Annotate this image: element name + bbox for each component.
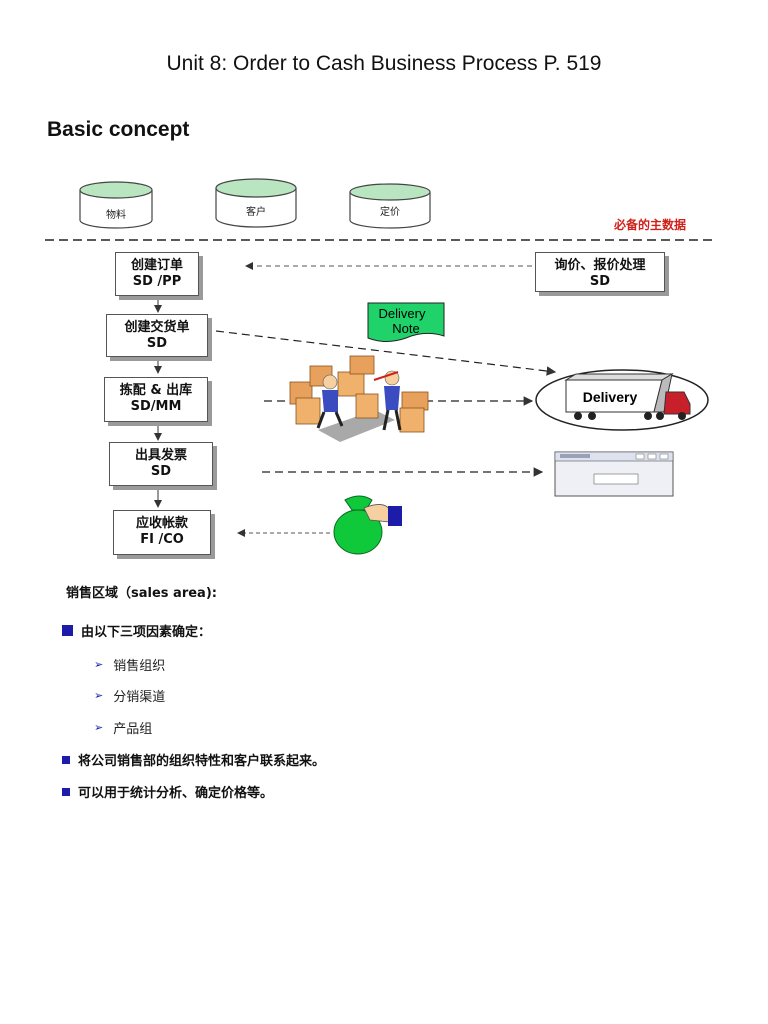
- delivery-truck-icon: Delivery: [564, 372, 691, 420]
- cylinder-material: 物料: [79, 181, 153, 229]
- note-line-2: 可以用于统计分析、确定价格等。: [62, 782, 273, 801]
- bullet-square-icon: [62, 755, 70, 764]
- step-billing-module: SD: [150, 464, 172, 479]
- cylinder-pricing-label: 定价: [380, 205, 400, 218]
- delivery-note-line2: Note: [392, 321, 419, 336]
- cylinder-material-label: 物料: [106, 208, 126, 221]
- note-text: 将公司销售部的组织特性和客户联系起来。: [78, 754, 326, 769]
- step-inquiry-quotation: 询价、报价处理 SD: [535, 252, 665, 292]
- arrow-bullet-icon: ➢: [94, 658, 104, 671]
- step-accounts-receivable: 应收帐款 FI /CO: [113, 510, 211, 555]
- bullet-square-icon: [62, 625, 73, 636]
- step-accounts-receivable-module: FI /CO: [140, 532, 184, 547]
- delivery-note-line1: Delivery: [379, 306, 426, 321]
- page-title: Unit 8: Order to Cash Business Process P…: [166, 52, 602, 75]
- factor-text: 产品组: [113, 722, 153, 737]
- arrow-bullet-icon: ➢: [94, 721, 104, 734]
- step-create-order-title: 创建订单: [130, 258, 183, 273]
- step-picking-goods-issue-module: SD/MM: [130, 399, 182, 414]
- warehouse-boxes-icon: [289, 355, 429, 442]
- factor-text: 分销渠道: [113, 690, 166, 705]
- step-create-delivery: 创建交货单 SD: [106, 314, 208, 357]
- cylinder-customer: 客户: [215, 178, 297, 228]
- step-inquiry-quotation-title: 询价、报价处理: [554, 258, 646, 273]
- order-to-cash-diagram: 物料 客户 定价 Delivery Note: [45, 178, 712, 555]
- step-inquiry-quotation-module: SD: [589, 274, 611, 289]
- factor-distribution-channel: ➢ 分销渠道: [94, 686, 165, 705]
- step-create-order: 创建订单 SD /PP: [115, 252, 199, 296]
- master-data-label: 必备的主数据: [613, 218, 686, 232]
- factor-text: 销售组织: [113, 659, 166, 674]
- bullet-square-icon: [62, 787, 70, 796]
- note-text: 可以用于统计分析、确定价格等。: [78, 786, 274, 801]
- factor-division: ➢ 产品组: [94, 718, 152, 737]
- cylinder-customer-label: 客户: [246, 205, 266, 218]
- delivery-truck-label: Delivery: [583, 389, 638, 405]
- step-picking-goods-issue-title: 拣配 & 出库: [119, 383, 193, 398]
- determined-by-line: 由以下三项因素确定：: [62, 621, 211, 640]
- invoice-window-icon: [554, 451, 674, 497]
- step-billing: 出具发票 SD: [109, 442, 213, 486]
- delivery-note-icon: Delivery Note: [367, 302, 445, 342]
- step-create-delivery-title: 创建交货单: [124, 320, 190, 335]
- determined-by-text: 由以下三项因素确定：: [81, 625, 212, 640]
- step-picking-goods-issue: 拣配 & 出库 SD/MM: [104, 377, 208, 422]
- factor-sales-organization: ➢ 销售组织: [94, 655, 165, 674]
- step-billing-title: 出具发票: [134, 448, 187, 463]
- note-line-1: 将公司销售部的组织特性和客户联系起来。: [62, 750, 325, 769]
- money-bag-icon: [333, 495, 402, 555]
- step-create-delivery-module: SD: [146, 336, 168, 351]
- sales-area-title: 销售区域（sales area):: [66, 586, 217, 601]
- step-accounts-receivable-title: 应收帐款: [135, 516, 188, 531]
- step-create-order-module: SD /PP: [132, 274, 182, 289]
- cylinder-pricing: 定价: [349, 183, 431, 229]
- section-heading: Basic concept: [47, 118, 190, 141]
- arrow-bullet-icon: ➢: [94, 689, 104, 702]
